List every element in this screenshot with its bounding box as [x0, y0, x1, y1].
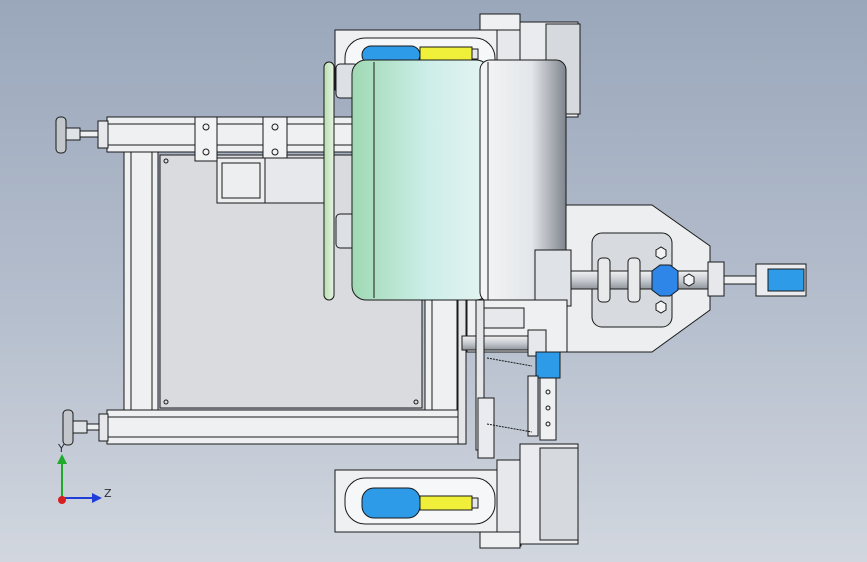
- frame-left-post[interactable]: [123, 151, 159, 411]
- orientation-triad: Y Z: [40, 442, 130, 514]
- frame-bottom-bar[interactable]: [106, 409, 464, 445]
- frame-top-bar[interactable]: [106, 116, 358, 153]
- cylinder-yellow-rod-bottom: [419, 495, 473, 511]
- frame-right-post[interactable]: [424, 299, 458, 411]
- y-axis-arrow-icon: [57, 454, 67, 464]
- leveling-foot-top[interactable]: [55, 116, 109, 154]
- blue-hub: [651, 264, 679, 297]
- drum-rim: [323, 61, 335, 301]
- cylinder-blue-pill-bottom: [361, 487, 421, 519]
- triad-axes-icon: [57, 454, 102, 504]
- blue-block: [535, 351, 561, 379]
- rotary-drum[interactable]: [323, 59, 567, 303]
- clamp-cylinder-bottom[interactable]: [334, 443, 579, 549]
- drum-body: [351, 59, 491, 301]
- cylinder-yellow-rod: [419, 46, 473, 62]
- leveling-foot-bottom[interactable]: [62, 409, 109, 446]
- vertical-mechanism[interactable]: [461, 249, 572, 459]
- motor-box[interactable]: [216, 157, 266, 204]
- z-axis-label: Z: [104, 487, 112, 500]
- z-axis-arrow-icon: [92, 493, 102, 503]
- y-axis-label: Y: [58, 442, 65, 455]
- mounting-plate[interactable]: [559, 204, 807, 353]
- x-axis-dot-icon: [58, 496, 66, 504]
- bracket-1[interactable]: [194, 116, 218, 162]
